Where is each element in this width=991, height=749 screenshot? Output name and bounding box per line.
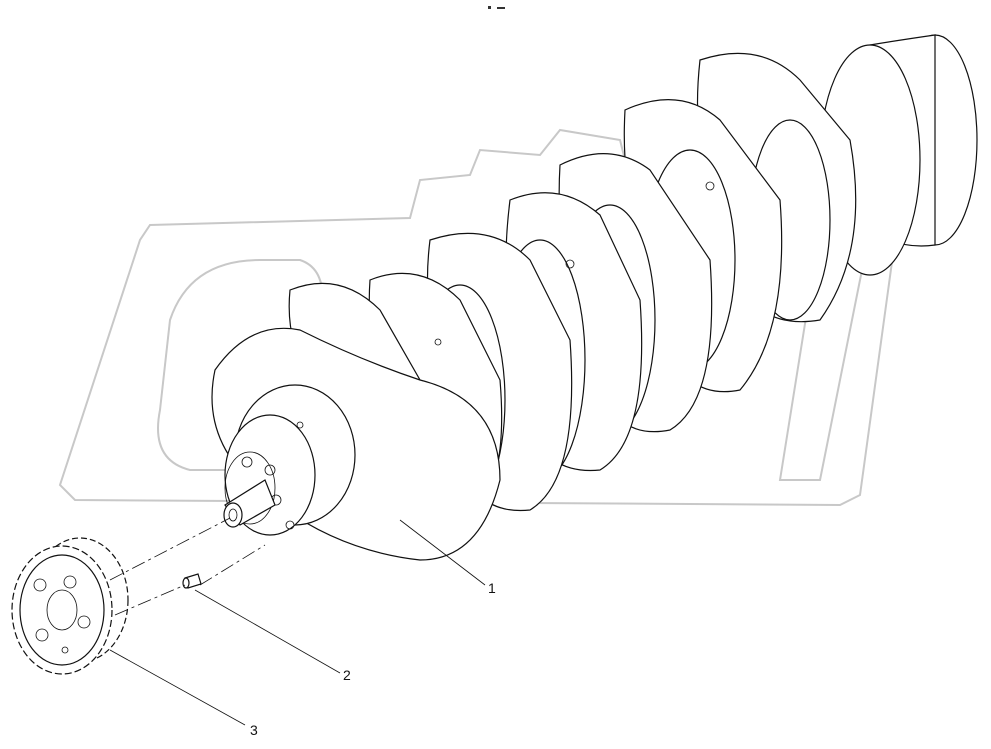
pin xyxy=(182,573,202,589)
crankshaft xyxy=(211,34,978,561)
callout-3: 3 xyxy=(250,722,258,738)
header-mark xyxy=(488,6,505,9)
leader-lines xyxy=(109,517,486,726)
gear xyxy=(11,537,129,675)
callout-2: 2 xyxy=(343,667,351,683)
callout-1: 1 xyxy=(488,580,496,596)
